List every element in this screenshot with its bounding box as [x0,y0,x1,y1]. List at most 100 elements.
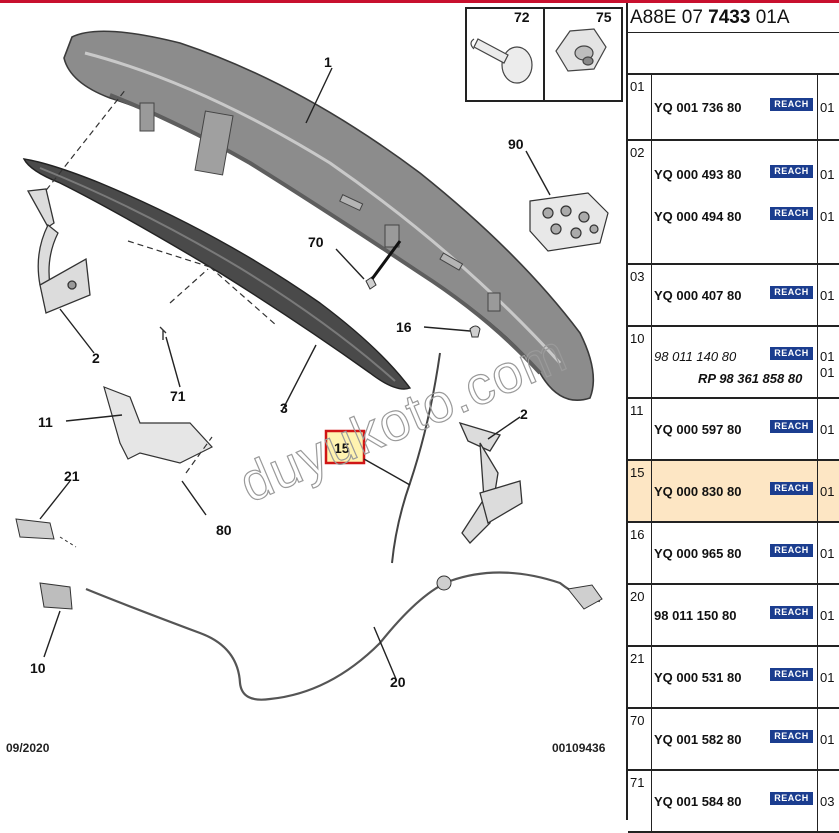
bonnet-lock-10-icon [39,582,73,610]
reach-badge: REACH [770,668,813,681]
inset-label-72: 72 [514,9,530,25]
callout-16: 16 [396,319,412,335]
bonnet-panel-icon [63,30,595,402]
quantity-cell: 01 [820,670,835,685]
quantity-cell: 01 [820,349,835,364]
part-number-cell: 11 [628,399,652,459]
exploded-view: 72 75 1 [6,7,623,755]
qty-separator [817,265,818,325]
callout-21: 21 [64,468,80,484]
buffer-16-icon [469,325,481,338]
doc-ref-prefix: A88E 07 [630,7,709,28]
quantity-cell: 01 [820,209,835,224]
footer-code: 00109436 [552,741,606,755]
callout-11: 11 [38,414,53,430]
doc-ref-bold: 7433 [708,7,751,28]
reach-badge: REACH [770,544,813,557]
callout-80: 80 [216,522,232,538]
part-reference[interactable]: YQ 000 965 80 [654,546,742,561]
reach-badge: REACH [770,347,813,360]
part-number-cell: 70 [628,709,652,769]
push-rivet-icon [470,38,533,84]
quantity-cell: 01 [820,484,835,499]
part-number-cell: 71 [628,771,652,831]
callout-1: 1 [324,54,332,70]
callout-10: 10 [30,660,46,676]
part-reference[interactable]: YQ 000 407 80 [654,288,742,303]
part-reference[interactable]: YQ 001 582 80 [654,732,742,747]
callout-2-right: 2 [520,406,528,422]
inset-label-75: 75 [596,9,612,25]
callout-20: 20 [390,674,406,690]
part-reference[interactable]: YQ 000 493 80 [654,167,742,182]
footer-date: 09/2020 [6,741,50,755]
part-reference[interactable]: YQ 001 584 80 [654,794,742,809]
part-reference[interactable]: YQ 000 830 80 [654,484,742,499]
quantity-cell: 01 [820,365,835,380]
part-reference[interactable]: 98 011 140 80 [654,349,737,364]
insulation-pad-icon [22,158,412,390]
quantity-cell: 01 [820,288,835,303]
part-reference[interactable]: YQ 000 531 80 [654,670,742,685]
callout-90: 90 [508,136,524,152]
reach-badge: REACH [770,730,813,743]
callout-70: 70 [308,234,324,250]
part-reference[interactable]: YQ 001 736 80 [654,100,742,115]
callout-15: 15 [334,440,350,456]
part-reference[interactable]: YQ 000 597 80 [654,422,742,437]
qty-separator [817,771,818,831]
qty-separator [817,75,818,139]
qty-separator [817,399,818,459]
part-reference[interactable]: YQ 000 494 80 [654,209,742,224]
quantity-cell: 03 [820,794,835,809]
reach-badge: REACH [770,165,813,178]
part-number-cell: 03 [628,265,652,325]
part-number-cell: 20 [628,585,652,645]
reach-badge: REACH [770,207,813,220]
reach-badge: REACH [770,286,813,299]
part-reference[interactable]: 98 011 150 80 [654,608,737,623]
part-number-cell: 01 [628,75,652,139]
clip-70-icon [365,240,402,290]
header-blank-row [628,33,839,75]
qty-separator [817,141,818,263]
callout-71: 71 [170,388,186,404]
reach-badge: REACH [770,482,813,495]
hex-nut-icon [555,28,607,72]
qty-separator [817,709,818,769]
callout-2-left: 2 [92,350,100,366]
quantity-cell: 01 [820,608,835,623]
quantity-cell: 01 [820,546,835,561]
parts-diagram: 72 75 1 [0,3,626,820]
bracket-11-icon [103,386,213,464]
clip-71-icon [159,326,167,340]
reach-badge: REACH [770,98,813,111]
part-number-cell: 21 [628,647,652,707]
qty-separator [817,585,818,645]
callout-3: 3 [280,400,288,416]
reach-badge: REACH [770,792,813,805]
qty-separator [817,461,818,521]
quantity-cell: 01 [820,422,835,437]
striker-21-icon [15,518,77,548]
part-number-cell: 16 [628,523,652,583]
doc-ref-suffix: 01A [750,7,790,28]
qty-separator [817,523,818,583]
reach-badge: REACH [770,606,813,619]
document-reference: A88E 07 7433 01A [628,3,839,33]
callout-15-highlight-box [324,429,366,465]
part-reference[interactable]: RP 98 361 858 80 [698,371,803,386]
clip-kit-bag-icon [529,192,609,252]
